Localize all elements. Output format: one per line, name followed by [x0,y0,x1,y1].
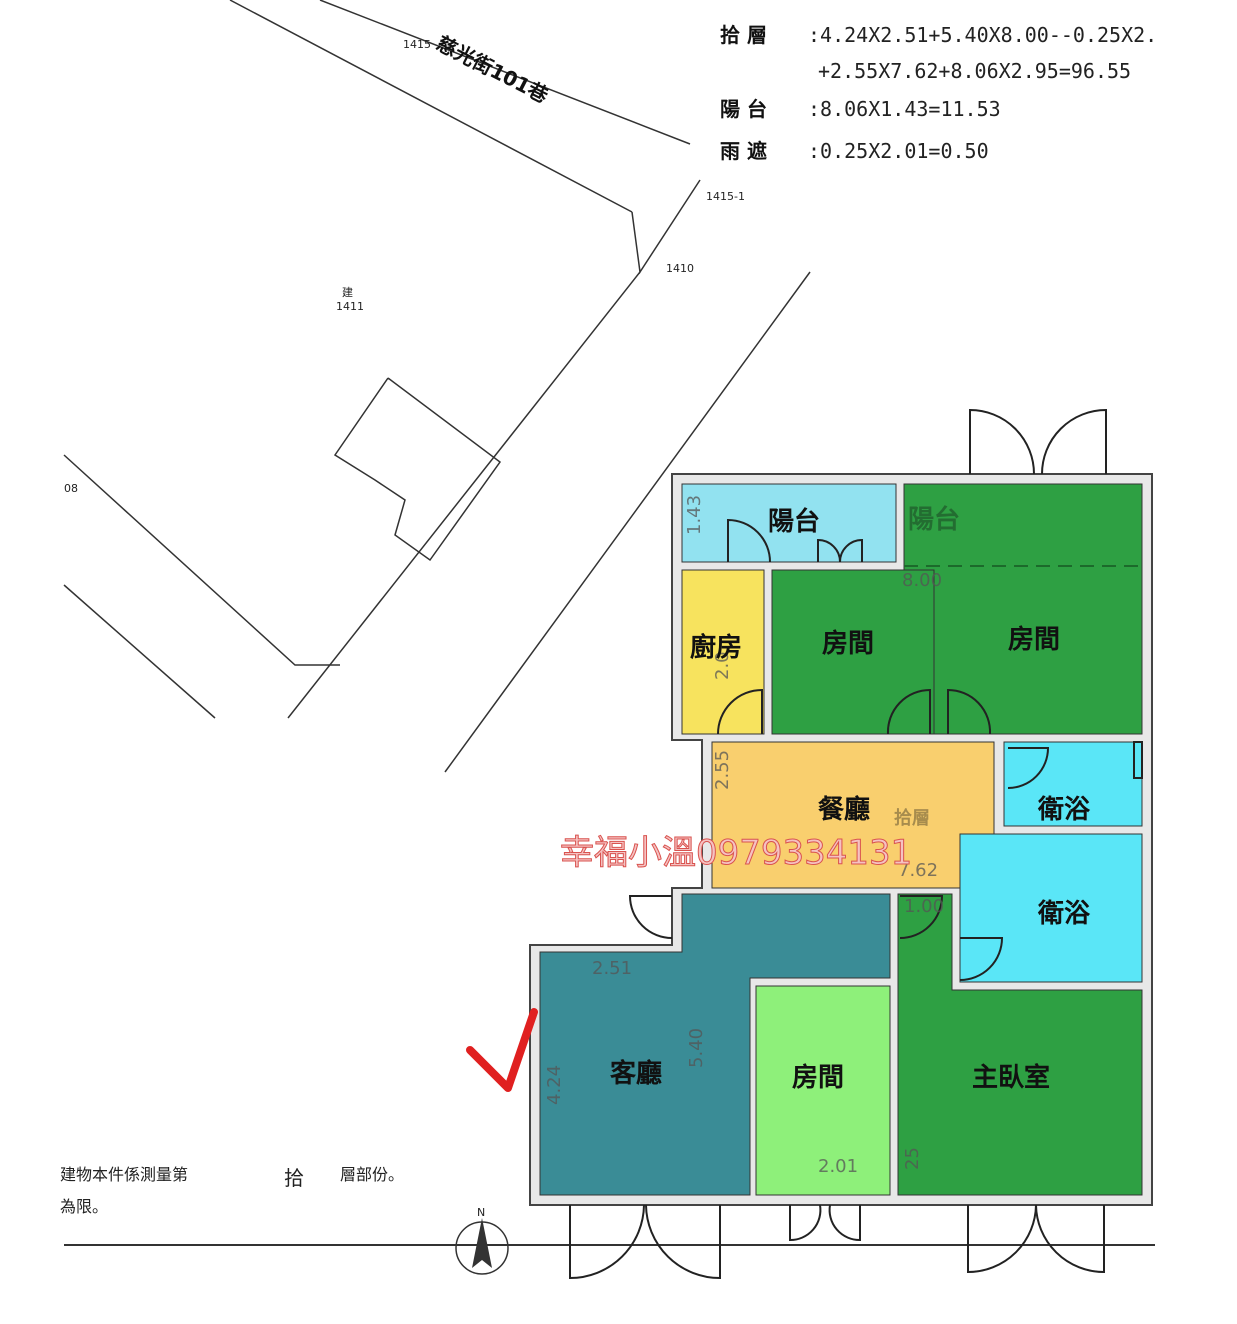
note-line2: 為限。 [60,1197,108,1216]
door-master-left [967,1204,1037,1274]
dim-4-24: 4.24 [544,1065,565,1105]
label-master-bedroom: 主臥室 [972,1062,1050,1093]
dim-8-00: 8.00 [902,570,942,591]
area-balcony-value: :8.06X1.43=11.53 [808,97,1001,121]
door-small-right [828,1204,861,1242]
survey-notes: 建物本件係測量第 拾 層部份。 為限。 [60,1165,404,1216]
door-bedroom-mid [886,688,931,735]
room-labels: 陽台 陽台 廚房 房間 房間 餐廳 拾層 衛浴 衛浴 客廳 房間 主臥室 [610,504,1091,1093]
room-dining [711,741,995,889]
room-balcony [681,483,897,563]
door-bedroom-right [947,688,992,735]
check-mark-icon [466,1008,538,1092]
parcel-corner [631,179,701,275]
door-top-right-leaf [1041,408,1107,475]
parcel-1415-1: 1415-1 [706,190,745,203]
street-edge-lower [229,0,633,213]
dim-2-55: 2.55 [712,750,733,790]
parcel-1415: 1415 [403,38,431,51]
area-calculations: 拾 層 :4.24X2.51+5.40X8.00--0.25X2. +2.55X… [720,23,1157,163]
dimensions: 1.43 8.00 2.0 2.55 7.62 1.00 2.51 5.40 4… [544,495,944,1177]
lot-line-left [63,454,340,666]
door-bath-lower [959,937,1004,981]
door-entrance-side [628,895,673,939]
dim-2-51: 2.51 [592,958,632,979]
dim-2-0: 2.0 [712,651,733,680]
room-bedroom-right [903,483,1143,735]
dim-5-40: 5.40 [686,1028,707,1068]
door-master [899,895,944,939]
street-edge-upper [319,0,691,145]
label-living: 客廳 [610,1058,662,1089]
area-canopy-key: 雨 遮 [720,139,767,163]
doors [569,408,1143,1280]
dim-1-00: 1.00 [904,896,944,917]
label-bedroom-small: 房間 [792,1063,844,1093]
dim-7-62: 7.62 [898,860,938,881]
label-bath-upper: 衛浴 [1037,795,1091,825]
door-top-left-leaf [969,408,1035,475]
parcel-edge-label: 08 [64,482,78,495]
area-balcony-key: 陽 台 [720,97,767,121]
label-balcony: 陽台 [768,506,820,537]
site-map [63,0,1155,1246]
note-line1a: 建物本件係測量第 [60,1165,188,1184]
room-bedroom-small [755,985,891,1196]
parcel-1410: 1410 [666,262,694,275]
door-balcony-double-b [839,538,863,563]
door-living-right [645,1204,721,1280]
north-label: N [477,1206,485,1219]
road-boundary [444,271,811,773]
room-bedroom-mid [771,569,935,735]
note-line1c: 層部份。 [340,1165,404,1184]
label-bath-lower: 衛浴 [1037,899,1091,929]
door-living-left [569,1204,645,1280]
area-floor-value-cont: +2.55X7.62+8.06X2.95=96.55 [818,59,1131,83]
note-line1b: 拾 [284,1166,304,1190]
door-bath-upper [1007,747,1050,789]
label-balcony-ghost: 陽台 [908,504,960,535]
room-living [539,893,891,1196]
label-bedroom-right: 房間 [1008,625,1060,655]
room-kitchen [681,569,765,735]
label-floor-ghost: 拾層 [894,807,930,829]
room-master-bedroom [897,893,1143,1196]
area-floor-key: 拾 層 [720,23,767,47]
label-dining: 餐廳 [818,794,870,825]
label-kitchen: 廚房 [690,632,742,663]
label-bedroom-mid: 房間 [822,629,874,659]
area-canopy-value: :0.25X2.01=0.50 [808,139,989,163]
dim-2-01: 2.01 [818,1156,858,1177]
dim-1-43: 1.43 [684,495,705,535]
room-bath-lower [959,833,1143,983]
door-small-left [789,1204,822,1242]
door-master-right [1035,1204,1105,1274]
north-arrow-icon: N [455,1206,509,1275]
dim-0-25: 25 [902,1147,923,1170]
parcel-boundary-diagonal [287,271,641,719]
lot-line-lower [63,584,216,719]
street-name: 慈光街101巷 [433,31,553,108]
area-floor-value: :4.24X2.51+5.40X8.00--0.25X2. [808,23,1157,47]
parcel-1411-mark: 建 [342,285,353,299]
building-outline [333,377,502,562]
door-kitchen [717,688,763,735]
watermark-contact: 幸福小溫0979334131 [560,833,912,873]
rooms [539,483,1143,1196]
door-balcony-kitchen [727,518,771,563]
parcel-1411: 1411 [336,300,364,313]
bath-fixture [1133,741,1143,779]
